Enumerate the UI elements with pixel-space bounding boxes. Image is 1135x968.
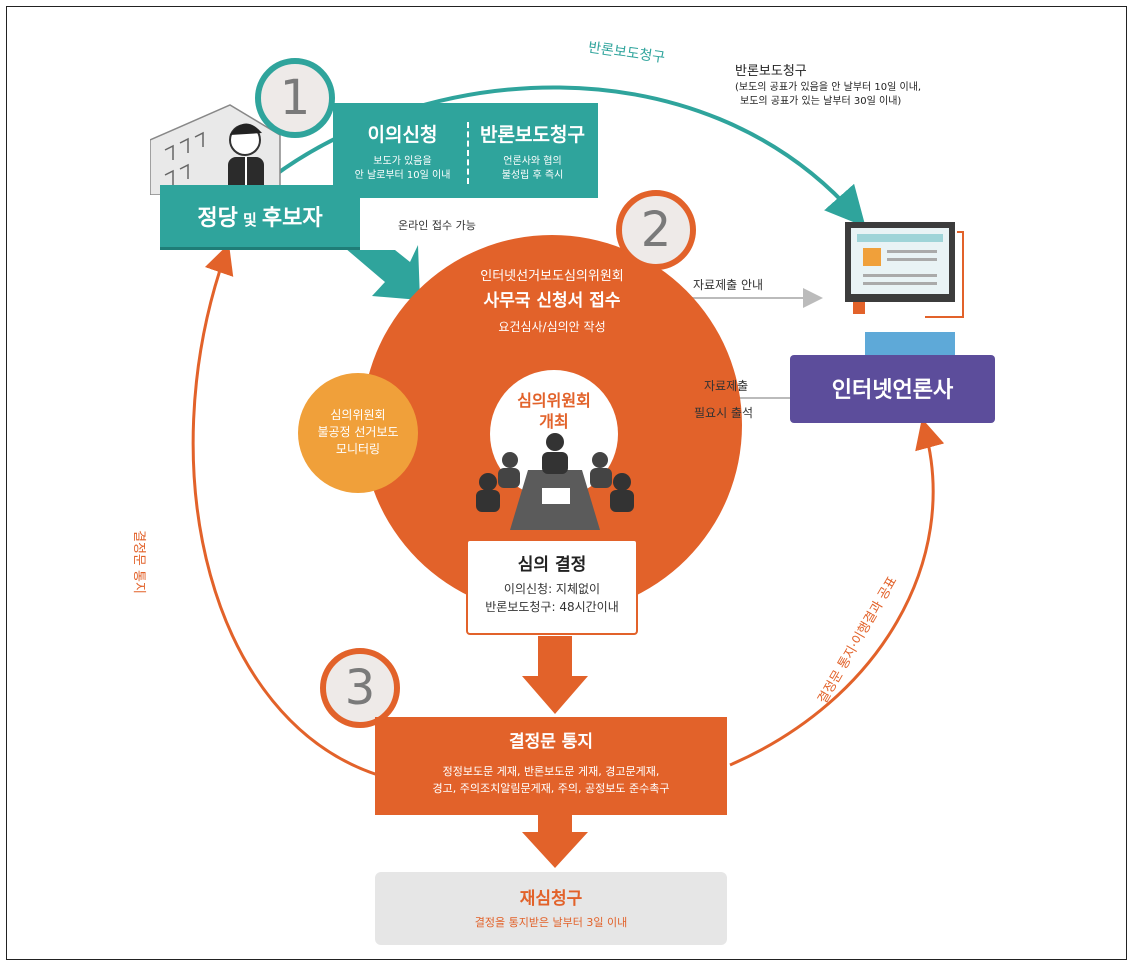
online-note: 온라인 접수 가능 xyxy=(398,219,476,232)
decision-box xyxy=(466,539,638,635)
monitoring-circle xyxy=(298,373,418,493)
right-arc-arrow xyxy=(729,418,945,767)
notice-l2: 경고, 주의조치알림문게재, 주의, 공정보도 준수촉구 xyxy=(432,782,670,795)
objection-title: 이의신청 xyxy=(367,124,438,146)
left-arc-label: 결정문 통지 xyxy=(131,530,146,594)
step1-divider xyxy=(467,122,469,184)
meeting-table-illustration xyxy=(476,433,634,530)
top-note-line1: (보도의 공표가 있음을 안 날부터 10일 이내, xyxy=(735,82,922,93)
decision-l1: 이의신청: 지체없이 xyxy=(503,582,601,596)
party-label: 정당 및 후보자 xyxy=(160,200,360,232)
rebuttal-sub-1: 언론사와 협의 xyxy=(503,156,562,167)
monitoring-l2: 불공정 선거보도 xyxy=(317,425,399,439)
intake-sub: 요건심사/심의안 작성 xyxy=(498,320,606,334)
rebuttal-title: 반론보도청구 xyxy=(480,124,585,146)
retrial-box xyxy=(375,872,727,945)
party-box xyxy=(160,185,360,247)
objection-sub-1: 보도가 있음을 xyxy=(373,156,432,167)
meeting-title-1: 심의위원회 xyxy=(517,391,591,410)
party-conj: 및 xyxy=(242,211,257,229)
notice-l1: 정정보도문 게재, 반론보도문 게재, 경고문게재, xyxy=(442,765,660,778)
committee-org: 인터넷선거보도심의위원회 xyxy=(480,269,624,284)
top-note-title: 반론보도청구 xyxy=(735,64,807,79)
monitoring-l3: 모니터링 xyxy=(335,442,381,456)
step2-number: 2 xyxy=(616,190,696,270)
meeting-title-2: 개최 xyxy=(539,412,569,431)
intake-arrow xyxy=(345,245,420,300)
step1-number: 1 xyxy=(255,58,335,138)
submit-label-2: 필요시 출석 xyxy=(694,406,754,420)
party-main: 정당 xyxy=(197,206,238,231)
down-arrow-2 xyxy=(522,800,588,868)
submit-label-1: 자료제출 xyxy=(704,379,749,393)
press-box xyxy=(790,355,995,423)
objection-sub-2: 안 날로부터 10일 이내 xyxy=(354,170,451,181)
decision-l2: 반론보도청구: 48시간이내 xyxy=(485,600,619,614)
top-note-line2: 보도의 공표가 있는 날부터 30일 이내) xyxy=(740,96,902,107)
notice-box xyxy=(375,717,727,815)
diagram-frame xyxy=(6,6,1127,960)
step1-box xyxy=(333,103,598,198)
computer-illustration xyxy=(845,222,964,360)
party-main2: 후보자 xyxy=(261,206,323,231)
monitoring-l1: 심의위원회 xyxy=(330,408,386,422)
guide-label: 자료제출 안내 xyxy=(693,278,764,292)
step3-number: 3 xyxy=(320,648,400,728)
retrial-title: 재심청구 xyxy=(519,889,583,909)
rebuttal-sub-2: 불성립 후 즉시 xyxy=(501,170,564,181)
notice-title: 결정문 통지 xyxy=(508,732,594,752)
decision-title: 심의 결정 xyxy=(517,555,587,575)
down-arrow-1 xyxy=(522,636,588,714)
intake-title: 사무국 신청서 접수 xyxy=(483,291,621,311)
left-arc-arrow xyxy=(191,243,379,777)
press-label: 인터넷언론사 xyxy=(831,378,954,403)
retrial-sub: 결정을 통지받은 날부터 3일 이내 xyxy=(474,916,628,929)
